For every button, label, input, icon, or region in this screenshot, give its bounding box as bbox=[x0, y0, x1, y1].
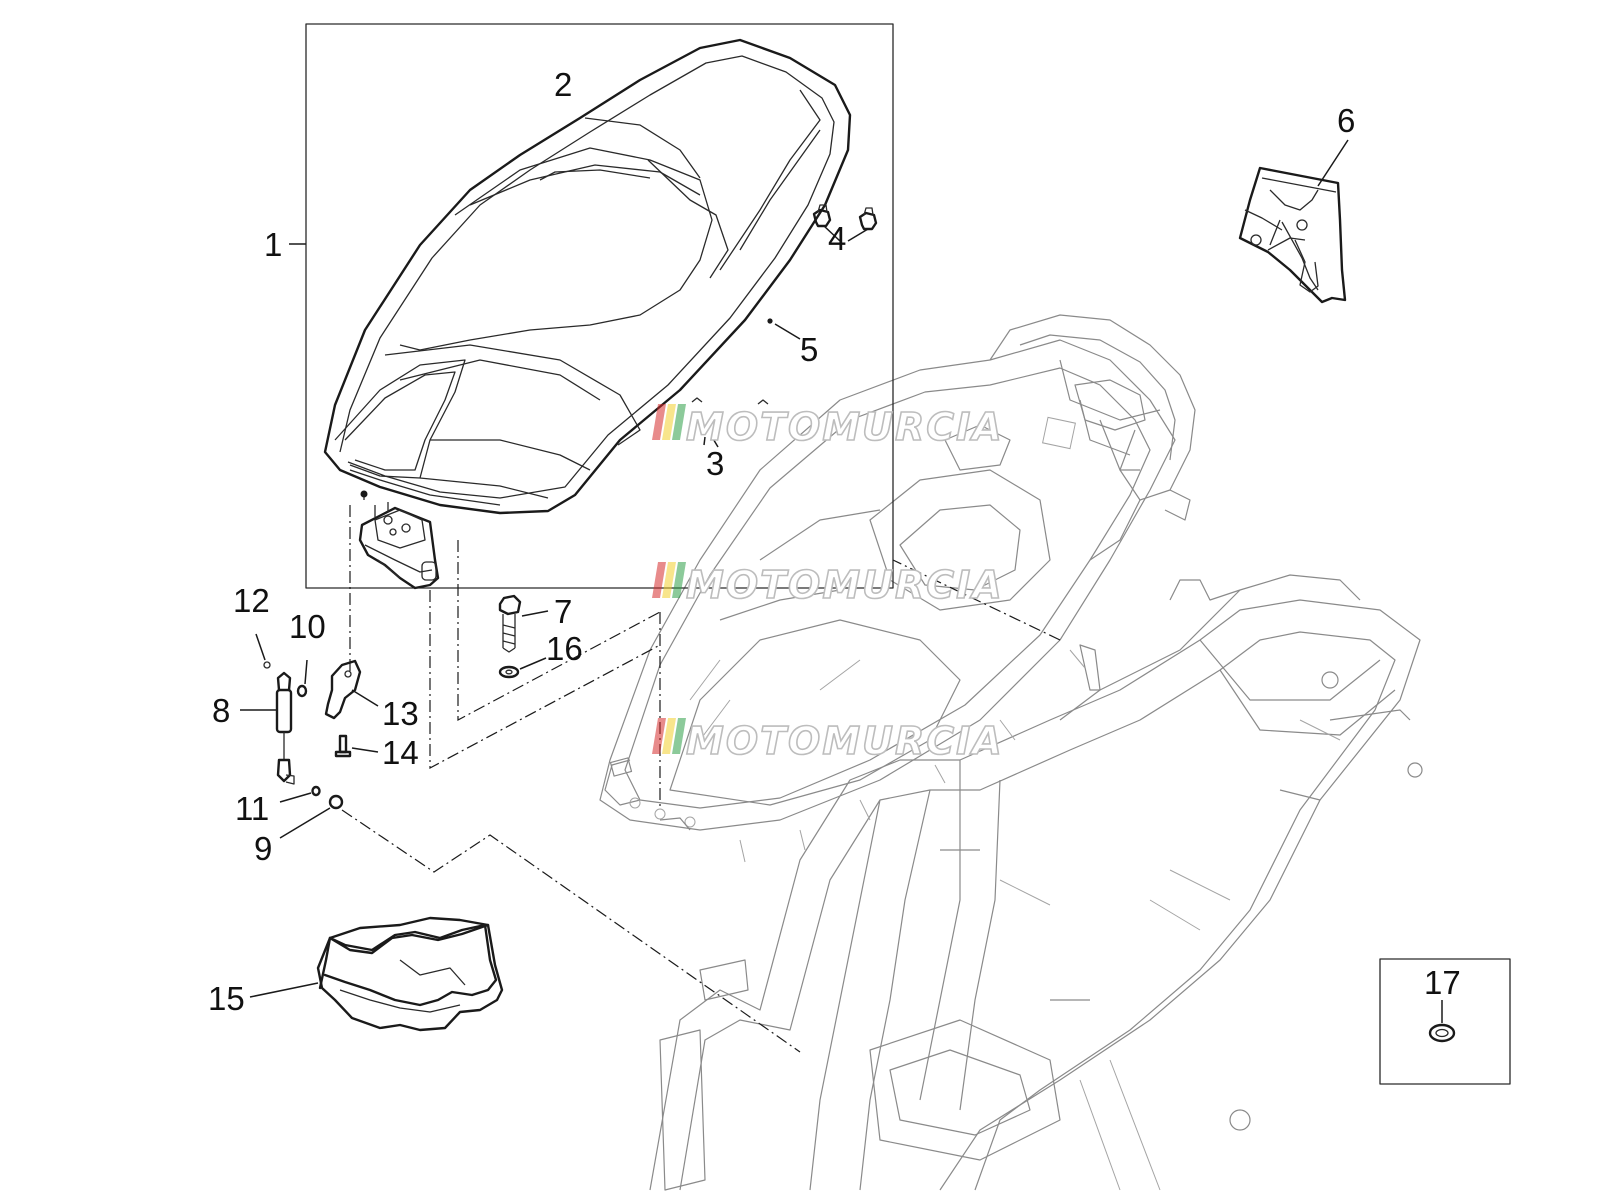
callout-14: 14 bbox=[382, 734, 419, 771]
seat-cover bbox=[249, 916, 504, 1032]
callout-16: 16 bbox=[546, 630, 583, 667]
callout-11: 11 bbox=[235, 790, 269, 827]
callout-12: 12 bbox=[233, 582, 270, 619]
watermark-flag bbox=[652, 404, 686, 440]
callout-2: 2 bbox=[554, 66, 572, 103]
callout-4: 4 bbox=[828, 220, 846, 257]
callout-5: 5 bbox=[800, 331, 818, 368]
seat bbox=[323, 38, 852, 515]
scooter-frame bbox=[649, 574, 1423, 1191]
callout-3: 3 bbox=[706, 445, 724, 482]
watermark-text: MOTOMURCIA bbox=[686, 405, 1004, 449]
callout-10: 10 bbox=[289, 608, 326, 645]
callout-15: 15 bbox=[208, 980, 245, 1017]
watermark-2: MOTOMURCIA bbox=[652, 562, 1004, 608]
washer bbox=[498, 657, 547, 679]
watermark-3: MOTOMURCIA bbox=[652, 718, 1004, 764]
watermark-1: MOTOMURCIA bbox=[652, 404, 1004, 450]
screws bbox=[691, 397, 769, 448]
callout-8: 8 bbox=[212, 692, 230, 729]
watermark-flag bbox=[652, 562, 686, 598]
watermark-text: MOTOMURCIA bbox=[686, 563, 1004, 607]
callout-7: 7 bbox=[554, 593, 572, 630]
callout-13: 13 bbox=[382, 695, 419, 732]
callout-1: 1 bbox=[264, 226, 282, 263]
screw-14 bbox=[334, 734, 379, 758]
grommet-box bbox=[1379, 958, 1511, 1085]
bushing-10 bbox=[296, 659, 308, 698]
watermark-flag bbox=[652, 718, 686, 754]
assembly-lines bbox=[341, 494, 1061, 1053]
seat-bumpers bbox=[812, 204, 878, 242]
callout-6: 6 bbox=[1337, 102, 1355, 139]
gas-strut bbox=[240, 671, 295, 785]
callout-17: 17 bbox=[1424, 964, 1461, 1001]
helmet-compartment bbox=[599, 314, 1196, 863]
callout-labels: 1 2 3 4 5 6 7 8 9 10 11 12 13 14 15 16 1… bbox=[208, 66, 1461, 1017]
clip-11 bbox=[279, 785, 321, 803]
bolt bbox=[498, 594, 549, 653]
seat-assembly-box bbox=[289, 23, 894, 589]
spacer-9 bbox=[279, 794, 344, 839]
callout-9: 9 bbox=[254, 830, 272, 867]
seat-hinge bbox=[358, 490, 440, 590]
clip-12 bbox=[255, 633, 271, 669]
tool-kit-bag bbox=[1238, 139, 1349, 304]
small-fastener bbox=[767, 318, 801, 340]
watermark-text: MOTOMURCIA bbox=[686, 719, 1004, 763]
linkage-bracket bbox=[324, 659, 379, 720]
